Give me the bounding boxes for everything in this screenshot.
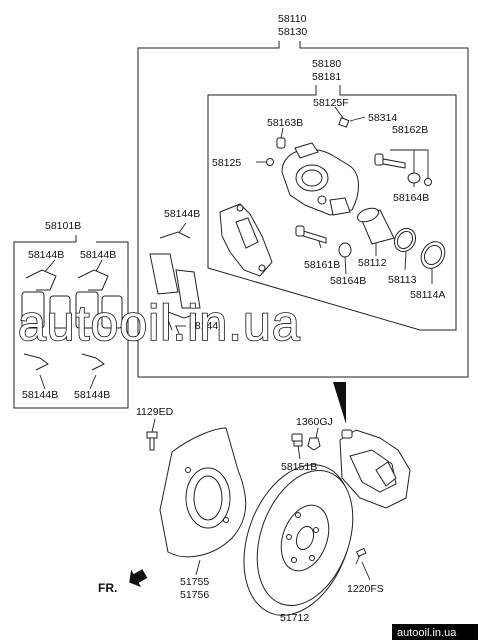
piston-seals xyxy=(356,207,446,269)
label-1129ed: 1129ED xyxy=(136,406,174,418)
label-58144b-middle: 58144B xyxy=(189,320,225,332)
carrier-bracket xyxy=(219,203,273,277)
label-58144b-bottom-left: 58144B xyxy=(22,389,58,401)
label-58164b-lower: 58164B xyxy=(330,275,366,287)
label-58151b: 58151B xyxy=(281,461,317,473)
label-51712: 51712 xyxy=(280,612,309,624)
label-58114a: 58114A xyxy=(410,289,445,301)
label-1360gj: 1360GJ xyxy=(296,416,333,428)
brake-rotor xyxy=(243,464,354,616)
label-58144b-pads: 58144B xyxy=(164,208,200,220)
front-arrow-icon xyxy=(129,569,148,588)
pad-kit-box xyxy=(13,235,129,409)
label-58162b: 58162B xyxy=(392,124,428,136)
part-labels: 58110 58130 58180 58181 58125F 58314 581… xyxy=(22,13,445,624)
pad-kit-parts xyxy=(21,269,123,371)
caliper-body xyxy=(281,142,359,216)
label-51755: 51755 xyxy=(180,576,209,588)
label-58101b: 58101B xyxy=(45,220,81,232)
label-58144b-top-left: 58144B xyxy=(28,249,64,261)
label-58161b: 58161B xyxy=(304,259,340,271)
label-58144b-top-right: 58144B xyxy=(80,249,116,261)
caliper-assembly-box xyxy=(137,41,469,378)
label-1220fs: 1220FS xyxy=(347,583,384,595)
label-58164b-upper: 58164B xyxy=(393,192,429,204)
label-58125: 58125 xyxy=(212,157,241,169)
label-58181: 58181 xyxy=(312,71,341,83)
watermark-main: autooil.in.ua xyxy=(18,295,301,351)
screw-1220fs xyxy=(355,547,367,565)
caliper-body-box xyxy=(207,85,457,331)
dust-shield xyxy=(159,427,247,558)
brake-pads-main xyxy=(149,231,201,337)
label-51756: 51756 xyxy=(180,589,209,601)
label-58113: 58113 xyxy=(388,274,417,286)
label-58125f: 58125F xyxy=(313,97,349,109)
label-58112: 58112 xyxy=(358,257,387,269)
label-58110: 58110 xyxy=(278,13,307,25)
watermark-corner: autoоil.in.ua xyxy=(397,627,457,639)
hardware-upper xyxy=(266,117,432,258)
label-58180: 58180 xyxy=(312,58,341,70)
bolt-1129ed xyxy=(146,431,158,451)
bolts-caliper-mount xyxy=(291,433,321,451)
label-58314: 58314 xyxy=(368,112,397,124)
assembly-pointer xyxy=(333,382,346,424)
caliper-assembly-lower xyxy=(339,429,411,509)
label-58130: 58130 xyxy=(278,26,307,38)
label-front: FR. xyxy=(98,581,117,595)
label-58144b-bottom-right: 58144B xyxy=(74,389,110,401)
label-58163b: 58163B xyxy=(267,117,303,129)
watermark-corner-bg xyxy=(392,624,478,640)
